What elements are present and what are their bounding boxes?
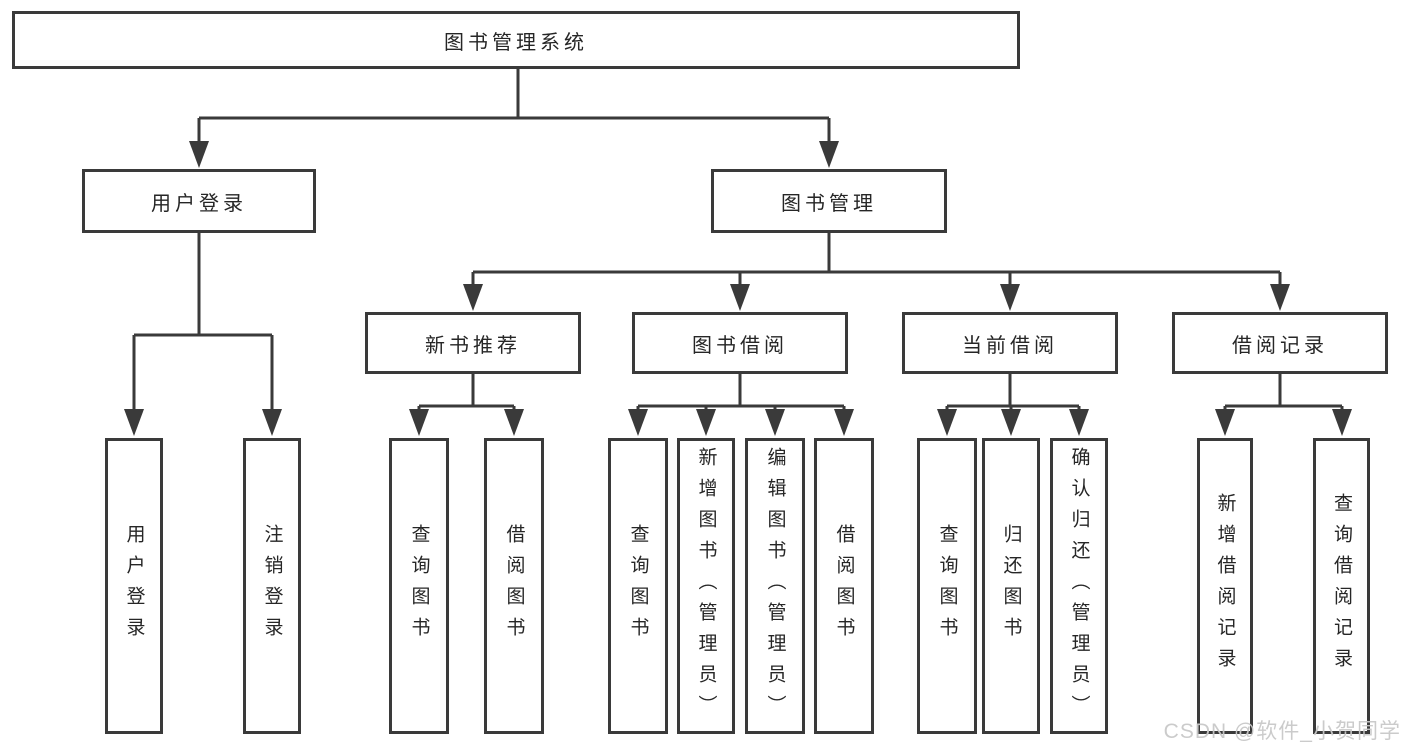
watermark: CSDN @软件_小贺同学 (1163, 720, 1401, 743)
leaf-add-borrow-record: 新增借阅记录 (1197, 438, 1253, 734)
connector-root-to-level2 (189, 69, 839, 168)
node-library-management-system: 图书管理系统 (12, 11, 1020, 69)
arrowhead-borrowing-records (1270, 284, 1290, 311)
leaf-edit-books-admin: 编辑图书（管理员） (745, 438, 805, 734)
arrowhead-query-books-3 (937, 409, 957, 436)
arrowhead-leaf-logout (262, 409, 282, 436)
arrowhead-leaf-user-login (124, 409, 144, 436)
leaf-user-login: 用户登录 (105, 438, 163, 734)
arrowhead-add-books (696, 409, 716, 436)
leaf-confirm-return-admin: 确认归还（管理员） (1050, 438, 1108, 734)
leaf-query-books-current: 查询图书 (917, 438, 977, 734)
connector-user-login-children (124, 233, 282, 436)
leaf-logout: 注销登录 (243, 438, 301, 734)
arrowhead-book-borrowing (730, 284, 750, 311)
leaf-return-books: 归还图书 (982, 438, 1040, 734)
arrowhead-borrow-books-2 (834, 409, 854, 436)
arrowhead-user-login (189, 141, 209, 168)
leaf-borrow-books-borrowing: 借阅图书 (814, 438, 874, 734)
arrowhead-add-borrow-record (1215, 409, 1235, 436)
arrowhead-current-borrowing (1000, 284, 1020, 311)
arrowhead-book-management (819, 141, 839, 168)
leaf-query-books-borrowing: 查询图书 (608, 438, 668, 734)
leaf-query-books-recommendation: 查询图书 (389, 438, 449, 734)
node-user-login: 用户登录 (82, 169, 316, 233)
connector-book-management-to-level3 (463, 233, 1290, 311)
arrowhead-borrow-books-1 (504, 409, 524, 436)
node-current-borrowing: 当前借阅 (902, 312, 1118, 374)
arrowhead-query-books-2 (628, 409, 648, 436)
node-new-book-recommendation: 新书推荐 (365, 312, 581, 374)
arrowhead-query-borrow-record (1332, 409, 1352, 436)
node-book-management: 图书管理 (711, 169, 947, 233)
leaf-add-books-admin: 新增图书（管理员） (677, 438, 735, 734)
arrowhead-new-book-recommendation (463, 284, 483, 311)
connector-new-book-rec-children (409, 374, 524, 436)
node-book-borrowing: 图书借阅 (632, 312, 848, 374)
connector-current-borrowing-children (937, 374, 1089, 436)
connector-book-borrowing-children (628, 374, 854, 436)
arrowhead-edit-books (765, 409, 785, 436)
arrowhead-confirm-return (1069, 409, 1089, 436)
connector-borrowing-records-children (1215, 374, 1352, 436)
leaf-query-borrow-record: 查询借阅记录 (1313, 438, 1370, 734)
leaf-borrow-books-recommendation: 借阅图书 (484, 438, 544, 734)
arrowhead-query-books-1 (409, 409, 429, 436)
node-borrowing-records: 借阅记录 (1172, 312, 1388, 374)
arrowhead-return-books (1001, 409, 1021, 436)
